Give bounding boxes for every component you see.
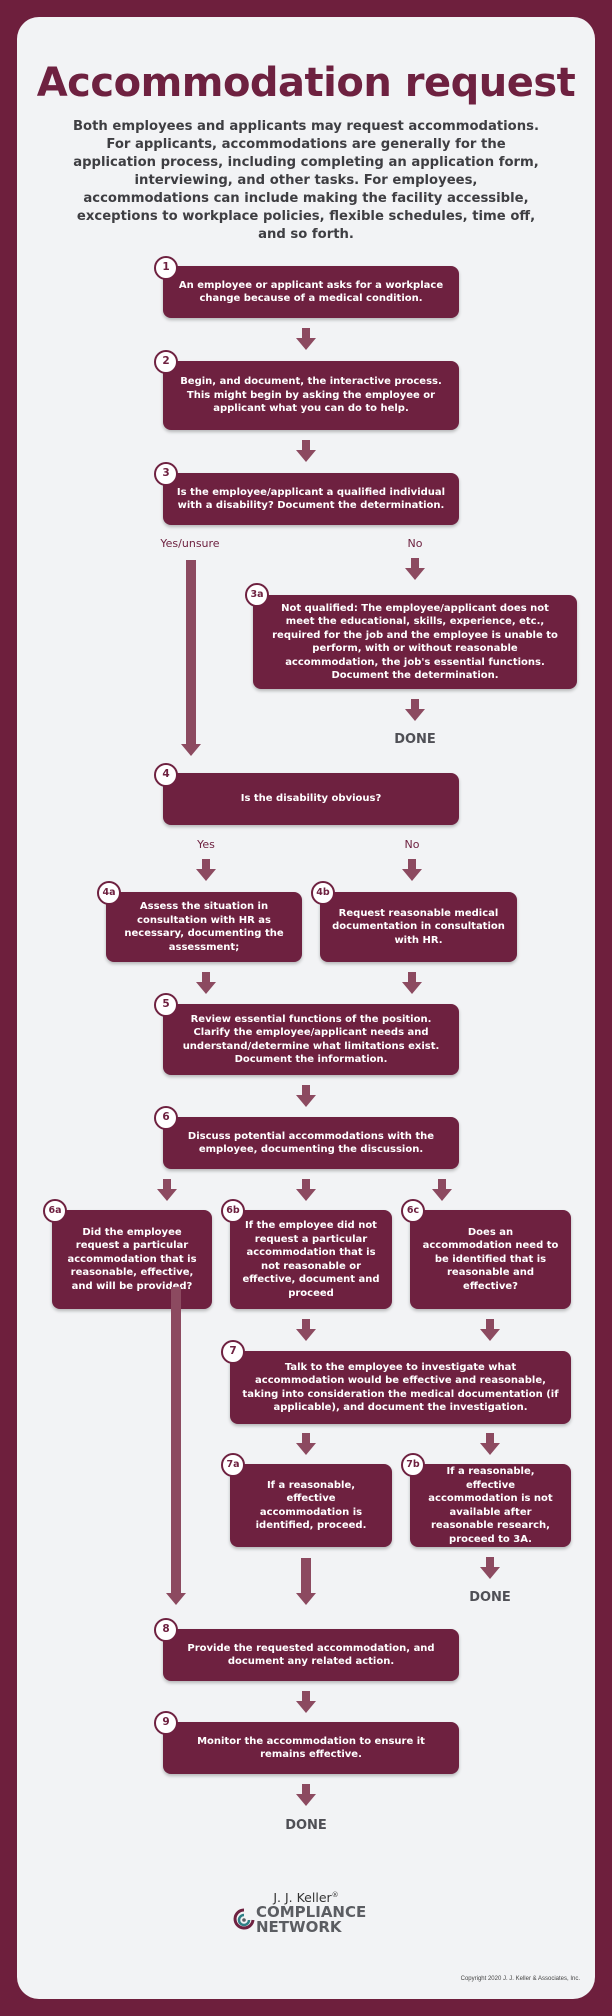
- step-4b-badge: 4b: [311, 881, 335, 905]
- step-9-badge: 9: [154, 1711, 178, 1735]
- step-1-box: An employee or applicant asks for a work…: [163, 266, 459, 318]
- step-7b-badge: 7b: [401, 1453, 425, 1477]
- step-7a-text: If a reasonable, effective accommodation…: [255, 1479, 367, 1532]
- step-6a-badge: 6a: [43, 1199, 67, 1223]
- logo-line1: COMPLIANCE: [256, 1903, 367, 1921]
- step-2-badge: 2: [154, 350, 178, 374]
- step-7-badge: 7: [221, 1340, 245, 1364]
- arrow-4-4b: [402, 859, 422, 881]
- step-5-box: Review essential functions of the positi…: [163, 1004, 459, 1075]
- step-3a-badge: 3a: [245, 583, 269, 607]
- arrow-4-4a: [196, 859, 216, 881]
- step-4-badge: 4: [154, 763, 178, 787]
- logo-registered-mark: ®: [331, 1890, 339, 1899]
- step-6-text: Discuss potential accommodations with th…: [187, 1130, 435, 1156]
- arrow-4a-5: [196, 972, 216, 994]
- arrow-6-6a: [157, 1179, 177, 1201]
- step-6c-badge: 6c: [401, 1199, 425, 1223]
- step-7-box: Talk to the employee to investigate what…: [230, 1351, 571, 1424]
- step-1-badge: 1: [154, 256, 178, 280]
- step-4-box: Is the disability obvious?: [163, 773, 459, 825]
- step-2-box: Begin, and document, the interactive pro…: [163, 361, 459, 430]
- label-no-3: No: [407, 537, 423, 550]
- done-9: DONE: [285, 1818, 327, 1833]
- step-3a-box: Not qualified: The employee/applicant do…: [253, 595, 577, 689]
- step-8-text: Provide the requested accommodation, and…: [187, 1642, 435, 1668]
- step-4b-text: Request reasonable medical documentation…: [332, 907, 505, 946]
- label-yes-4: Yes: [197, 838, 215, 851]
- step-4a-badge: 4a: [97, 881, 121, 905]
- arrow-1-2: [296, 328, 316, 350]
- step-3-box: Is the employee/applicant a qualified in…: [163, 473, 459, 525]
- step-1-text: An employee or applicant asks for a work…: [178, 279, 444, 305]
- intro-paragraph: Both employees and applicants may reques…: [72, 119, 539, 242]
- arrow-6-6c: [432, 1179, 452, 1201]
- arrow-6a-to-8: [166, 1287, 186, 1605]
- arrow-9-done: [296, 1784, 316, 1806]
- step-4b-box: Request reasonable medical documentation…: [320, 892, 517, 962]
- step-3a-text: The employee/applicant does not meet the…: [272, 602, 558, 682]
- arrow-7-7a: [296, 1433, 316, 1455]
- step-4a-box: Assess the situation in consultation wit…: [106, 892, 302, 962]
- step-6-badge: 6: [154, 1106, 178, 1130]
- arrow-4b-5: [402, 972, 422, 994]
- done-3a: DONE: [394, 732, 436, 747]
- label-yes-unsure: Yes/unsure: [160, 537, 220, 550]
- arrow-8-9: [296, 1691, 316, 1713]
- step-8-box: Provide the requested accommodation, and…: [163, 1629, 459, 1681]
- step-2-text: Begin, and document, the interactive pro…: [180, 376, 442, 415]
- step-3a-bold: Not qualified:: [281, 602, 358, 614]
- step-6b-badge: 6b: [221, 1199, 245, 1223]
- step-5-text: Review essential functions of the positi…: [182, 1013, 440, 1066]
- step-3-text: Is the employee/applicant a qualified in…: [176, 486, 446, 512]
- page-title: Accommodation request: [36, 60, 576, 106]
- step-3-badge: 3: [154, 462, 178, 486]
- step-6b-box: If the employee did not request a partic…: [230, 1210, 392, 1309]
- step-7a-badge: 7a: [221, 1453, 245, 1477]
- logo-line2: NETWORK: [256, 1918, 342, 1936]
- logo-jjkeller-text: J. J. Keller: [273, 1890, 332, 1905]
- step-6c-box: Does an accommodation need to be identif…: [410, 1210, 571, 1309]
- arrow-5-6: [296, 1085, 316, 1107]
- done-7b: DONE: [469, 1590, 511, 1605]
- step-6-box: Discuss potential accommodations with th…: [163, 1117, 459, 1169]
- arrow-6-6b: [296, 1179, 316, 1201]
- arrow-3a-done: [405, 699, 425, 721]
- arrow-6b-7: [296, 1319, 316, 1341]
- arrow-6c-7: [480, 1319, 500, 1341]
- step-6b-text: If the employee did not request a partic…: [242, 1220, 380, 1299]
- logo-jjkeller: J. J. Keller®: [0, 1890, 612, 1905]
- step-8-badge: 8: [154, 1618, 178, 1642]
- jjkeller-swirl-logo-icon: [233, 1908, 255, 1930]
- arrow-7b-done: [480, 1557, 500, 1579]
- step-7b-text: If a reasonable, effective accommodation…: [428, 1466, 553, 1545]
- step-9-box: Monitor the accommodation to ensure it r…: [163, 1722, 459, 1774]
- arrow-3-to-4: [181, 560, 201, 756]
- step-7-text: Talk to the employee to investigate what…: [242, 1361, 559, 1414]
- copyright-text: Copyright 2020 J. J. Keller & Associates…: [460, 1976, 580, 1982]
- step-7a-box: If a reasonable, effective accommodation…: [230, 1464, 392, 1547]
- step-7b-box: If a reasonable, effective accommodation…: [410, 1464, 571, 1547]
- step-4a-text: Assess the situation in consultation wit…: [124, 901, 284, 953]
- arrow-2-3: [296, 440, 316, 462]
- step-4-text: Is the disability obvious?: [240, 793, 382, 805]
- step-5-badge: 5: [154, 993, 178, 1017]
- arrow-7-7b: [480, 1433, 500, 1455]
- arrow-3-to-3a: [405, 558, 425, 580]
- step-6c-text: Does an accommodation need to be identif…: [422, 1226, 559, 1292]
- label-no-4: No: [404, 838, 420, 851]
- logo-compliance-network: COMPLIANCE NETWORK: [256, 1905, 366, 1935]
- arrow-7a-to-8: [296, 1558, 316, 1605]
- step-6a-box: Did the employee request a particular ac…: [52, 1210, 212, 1309]
- step-9-text: Monitor the accommodation to ensure it r…: [197, 1735, 425, 1761]
- step-6a-text: Did the employee request a particular ac…: [67, 1226, 197, 1292]
